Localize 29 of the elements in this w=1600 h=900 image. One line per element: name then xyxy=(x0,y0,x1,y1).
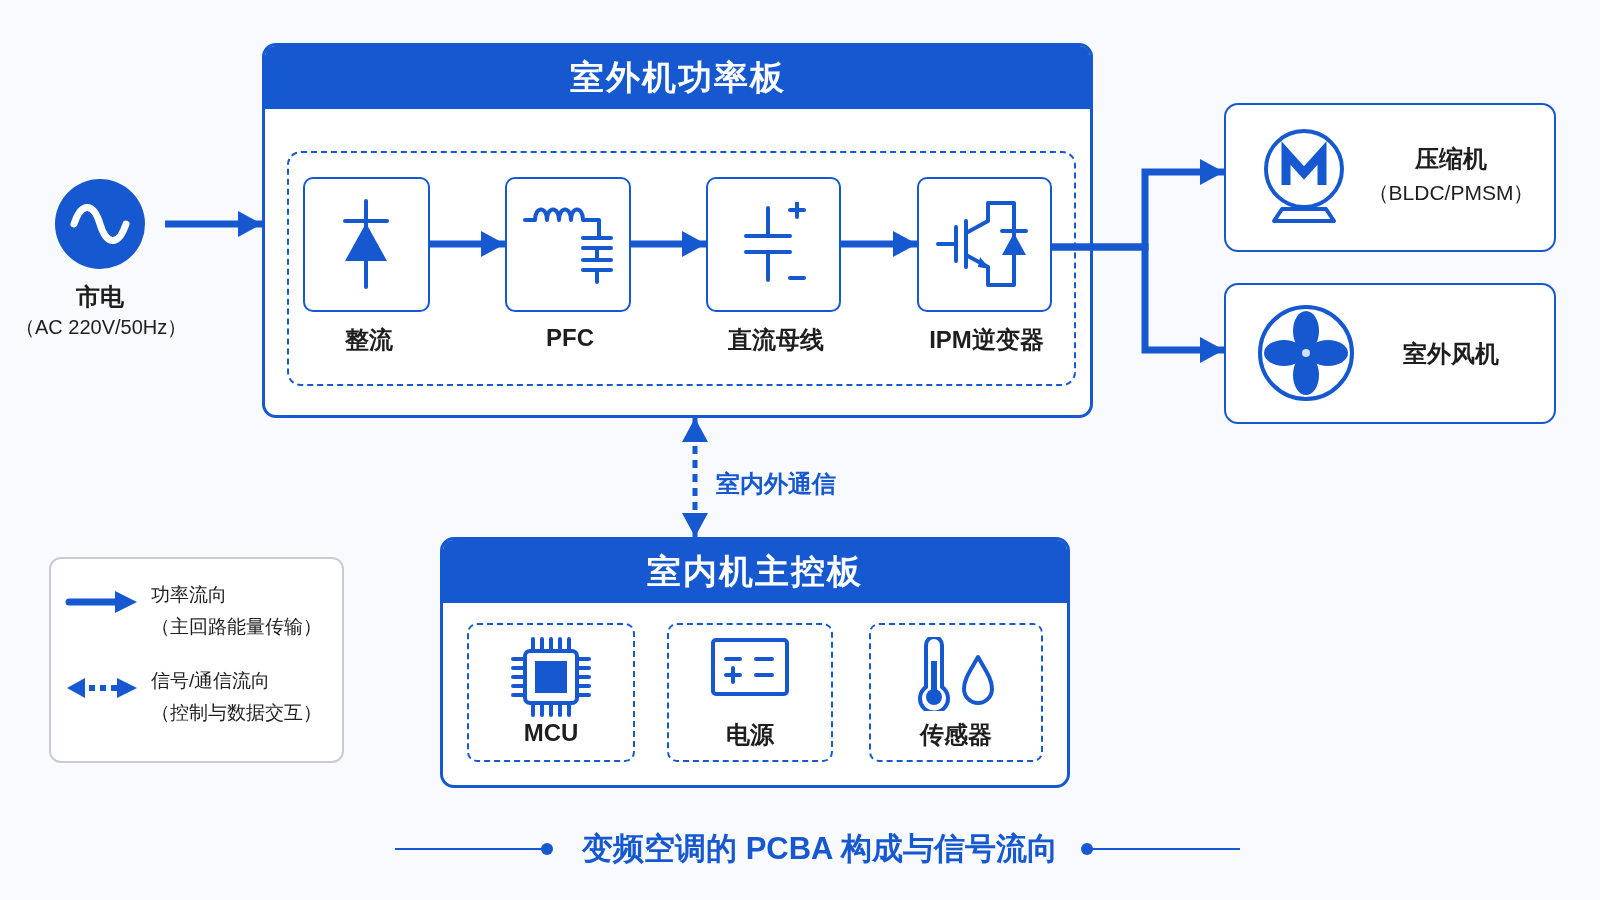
module-box xyxy=(667,623,833,762)
panel-header: 室内机主控板 xyxy=(443,540,1067,603)
load-box xyxy=(1224,103,1556,252)
board-panel xyxy=(440,537,1070,788)
block-label: PFC xyxy=(545,324,595,352)
arrow xyxy=(841,231,917,257)
arrow xyxy=(1052,243,1224,363)
legend-text: 信号/通信流向（控制与数据交互） xyxy=(151,669,323,725)
arrow xyxy=(631,231,706,257)
board-panel xyxy=(262,43,1093,418)
diagram-caption: 变频空调的 PCBA 构成与信号流向 xyxy=(581,830,1059,868)
source-spec: （AC 220V/50Hz） xyxy=(15,315,185,340)
module-box xyxy=(467,623,635,762)
load-spec: （BLDC/PMSM） xyxy=(1366,180,1536,206)
block-label: 直流母线 xyxy=(726,325,825,355)
module-box xyxy=(869,623,1043,762)
arrow xyxy=(430,231,505,257)
module-label: MCU xyxy=(522,719,580,747)
block-label: IPM逆变器 xyxy=(928,325,1045,355)
module-label: 电源 xyxy=(725,720,775,750)
module-label: 传感器 xyxy=(918,720,993,750)
load-name: 室外风机 xyxy=(1402,339,1500,369)
arrow xyxy=(682,418,708,537)
load-box xyxy=(1224,283,1556,424)
block-label: 整流 xyxy=(343,325,394,355)
panel-header: 室外机功率板 xyxy=(265,46,1090,109)
load-name: 压缩机 xyxy=(1414,144,1488,174)
source-label: 市电 xyxy=(75,282,125,312)
legend-text: 功率流向（主回路能量传输） xyxy=(151,583,323,639)
